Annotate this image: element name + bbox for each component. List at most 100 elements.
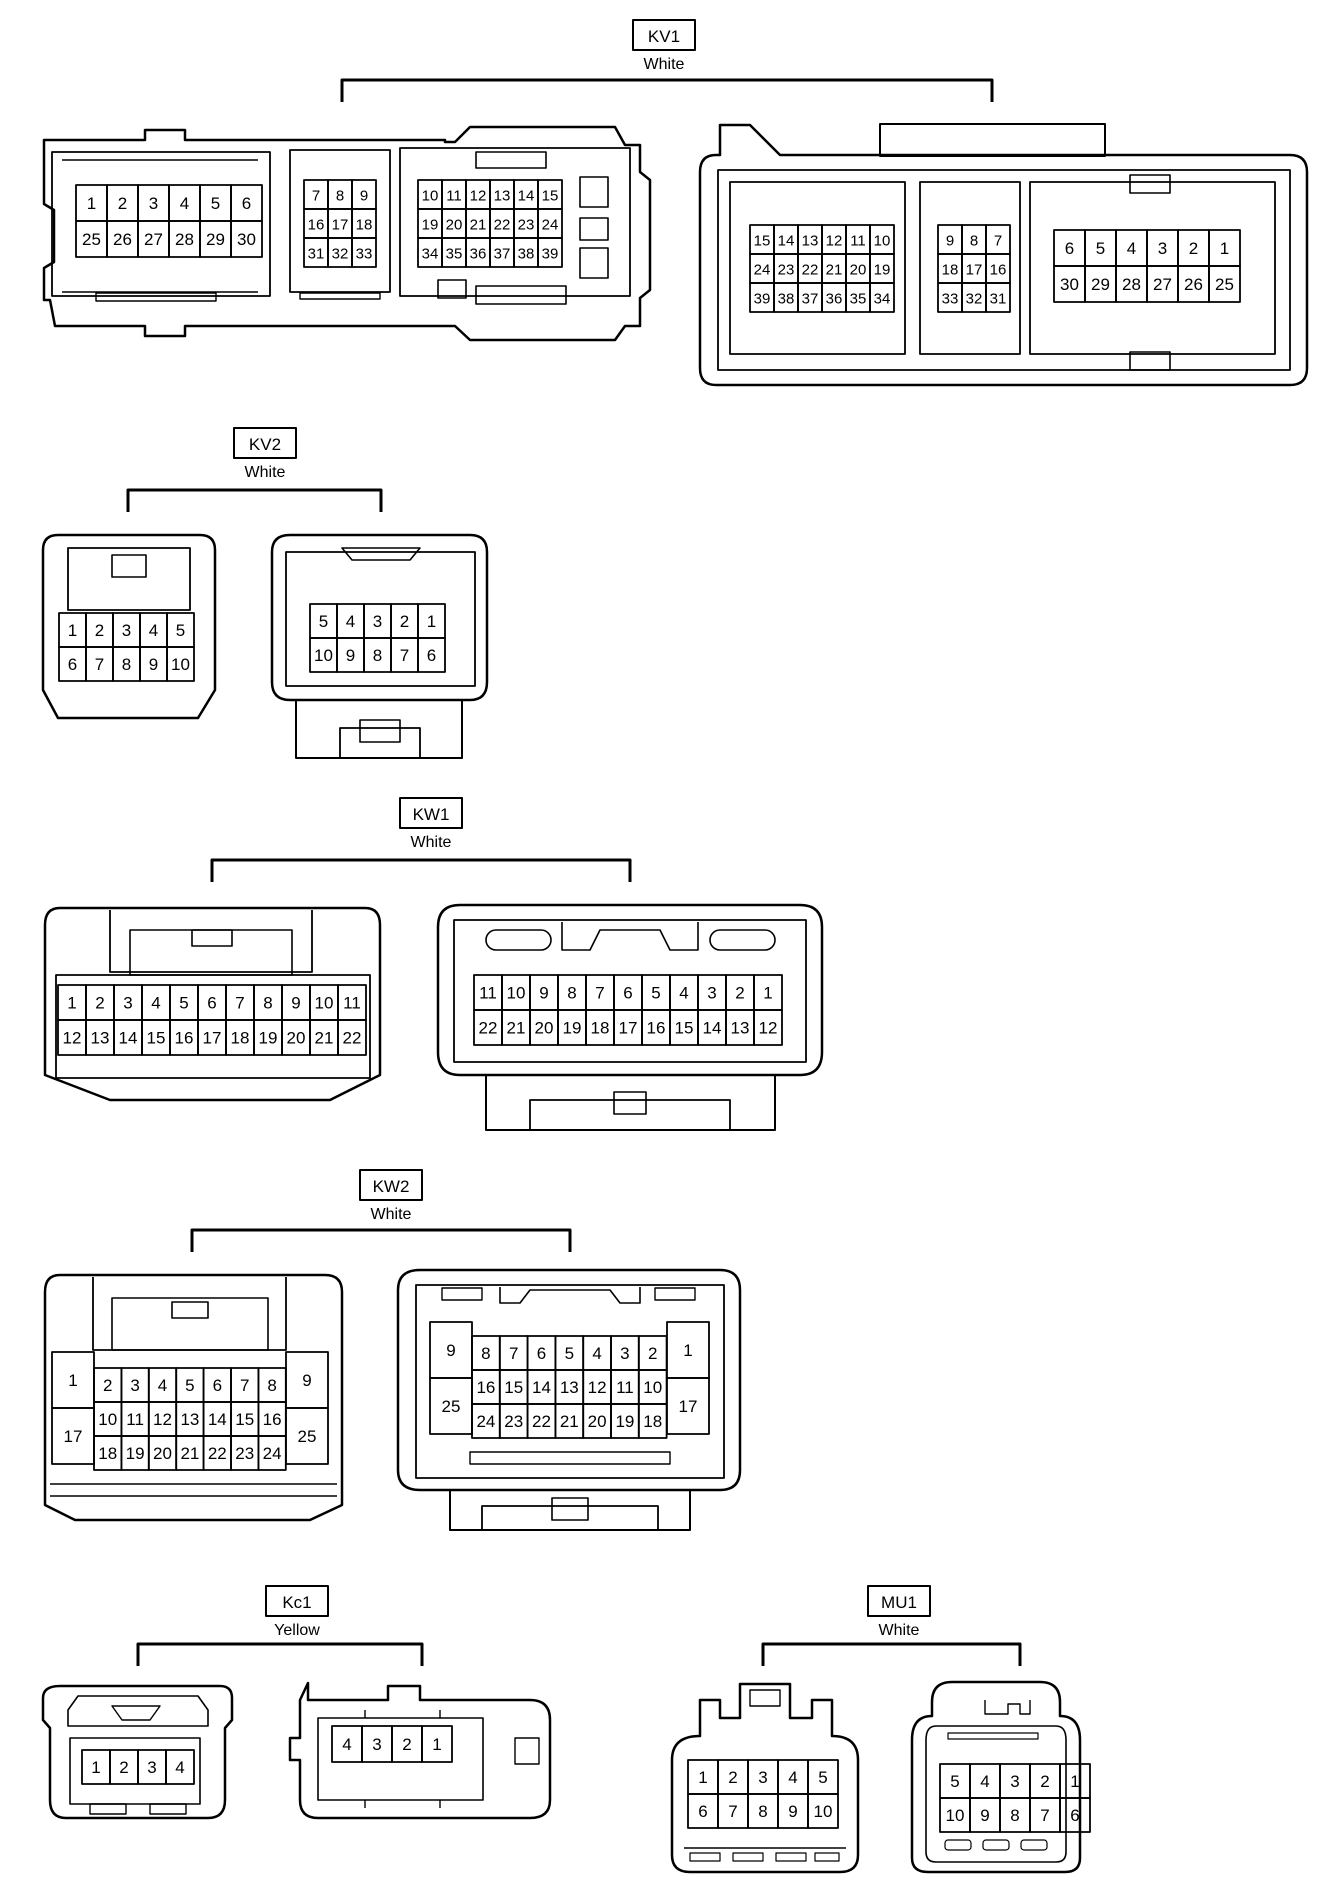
- pin-7: 7: [595, 984, 604, 1003]
- pin-16: 16: [647, 1019, 666, 1038]
- pin-2: 2: [735, 984, 744, 1003]
- pin-12: 12: [588, 1378, 607, 1397]
- pin-9: 9: [346, 646, 355, 665]
- pin-23: 23: [518, 217, 535, 234]
- pin-6: 6: [213, 1376, 222, 1395]
- pin-5: 5: [176, 621, 185, 640]
- pin-26: 26: [113, 230, 132, 249]
- pin-7: 7: [509, 1344, 518, 1363]
- pin-22: 22: [208, 1444, 227, 1463]
- pin-1: 1: [1070, 1772, 1079, 1791]
- pin-19: 19: [874, 262, 891, 279]
- pin-23: 23: [778, 262, 795, 279]
- pin-4: 4: [342, 1735, 351, 1754]
- pin-8: 8: [758, 1802, 767, 1821]
- bracket-kw2: [190, 1228, 572, 1252]
- pin-3: 3: [130, 1376, 139, 1395]
- pin-6: 6: [1070, 1806, 1079, 1825]
- pin-2: 2: [1189, 239, 1198, 258]
- pin-29: 29: [1091, 275, 1110, 294]
- pin-21: 21: [507, 1019, 526, 1038]
- pin-19: 19: [563, 1019, 582, 1038]
- pin-21: 21: [180, 1444, 199, 1463]
- pin-24: 24: [263, 1444, 282, 1463]
- pin-5: 5: [179, 994, 188, 1013]
- pin-20: 20: [446, 217, 463, 234]
- pin-10: 10: [874, 233, 891, 250]
- mu1-female-connector: [910, 1680, 1082, 1874]
- pin-5: 5: [185, 1376, 194, 1395]
- pin-6: 6: [242, 194, 251, 213]
- pin-31: 31: [308, 246, 325, 263]
- pin-20: 20: [588, 1412, 607, 1431]
- pin-18: 18: [942, 262, 959, 279]
- connector-label-kc1: Kc1 Yellow: [265, 1585, 329, 1639]
- pin-8: 8: [267, 1376, 276, 1395]
- pin-18: 18: [231, 1029, 250, 1048]
- pin-12: 12: [826, 233, 843, 250]
- pin-4: 4: [592, 1344, 601, 1363]
- pin-13: 13: [731, 1019, 750, 1038]
- pin-6: 6: [623, 984, 632, 1003]
- pin-19: 19: [615, 1412, 634, 1431]
- pin-11: 11: [446, 188, 462, 205]
- pin-23: 23: [504, 1412, 523, 1431]
- pin-26: 26: [1184, 275, 1203, 294]
- pin-16: 16: [476, 1378, 495, 1397]
- connector-label-mu1: MU1 White: [867, 1585, 931, 1639]
- pin-22: 22: [802, 262, 819, 279]
- pin-3: 3: [373, 612, 382, 631]
- connector-label-kw1: KW1 White: [399, 797, 463, 851]
- kw2-female-connector: [396, 1268, 742, 1531]
- pin-11: 11: [343, 994, 361, 1013]
- pin-10: 10: [315, 994, 334, 1013]
- pin-15: 15: [542, 188, 559, 205]
- pin-33: 33: [356, 246, 373, 263]
- pin-39: 39: [542, 246, 559, 263]
- pin-7: 7: [312, 188, 320, 205]
- kc1-female-connector: [288, 1681, 552, 1820]
- pin-34: 34: [874, 291, 891, 308]
- svg-text:MU1: MU1: [881, 1593, 917, 1612]
- pin-14: 14: [518, 188, 535, 205]
- pin-19: 19: [259, 1029, 278, 1048]
- pin-9: 9: [360, 188, 368, 205]
- pin-30: 30: [237, 230, 256, 249]
- pin-1: 1: [68, 621, 77, 640]
- pin-5: 5: [319, 612, 328, 631]
- pin-16: 16: [175, 1029, 194, 1048]
- pin-5: 5: [565, 1344, 574, 1363]
- pin-3: 3: [758, 1768, 767, 1787]
- pin-3: 3: [1010, 1772, 1019, 1791]
- pin-13: 13: [180, 1410, 199, 1429]
- pin-1: 1: [87, 194, 96, 213]
- svg-text:Yellow: Yellow: [274, 1622, 320, 1639]
- pin-4: 4: [1127, 239, 1136, 258]
- svg-text:Kc1: Kc1: [282, 1593, 311, 1612]
- pin-11: 11: [126, 1410, 144, 1429]
- pin-20: 20: [287, 1029, 306, 1048]
- svg-text:White: White: [644, 56, 685, 73]
- pin-31: 31: [990, 291, 1007, 308]
- pin-20: 20: [850, 262, 867, 279]
- pin-4: 4: [149, 621, 158, 640]
- pin-5: 5: [651, 984, 660, 1003]
- kv1-female-connector: [698, 123, 1309, 387]
- pin-28: 28: [1122, 275, 1141, 294]
- pin-23: 23: [235, 1444, 254, 1463]
- pin-8: 8: [336, 188, 344, 205]
- pin-1: 1: [683, 1341, 692, 1360]
- pin-4: 4: [679, 984, 688, 1003]
- pin-17: 17: [619, 1019, 638, 1038]
- bracket-kv2: [126, 488, 383, 512]
- svg-text:White: White: [371, 1206, 412, 1223]
- pin-11: 11: [616, 1378, 634, 1397]
- pin-25: 25: [1215, 275, 1234, 294]
